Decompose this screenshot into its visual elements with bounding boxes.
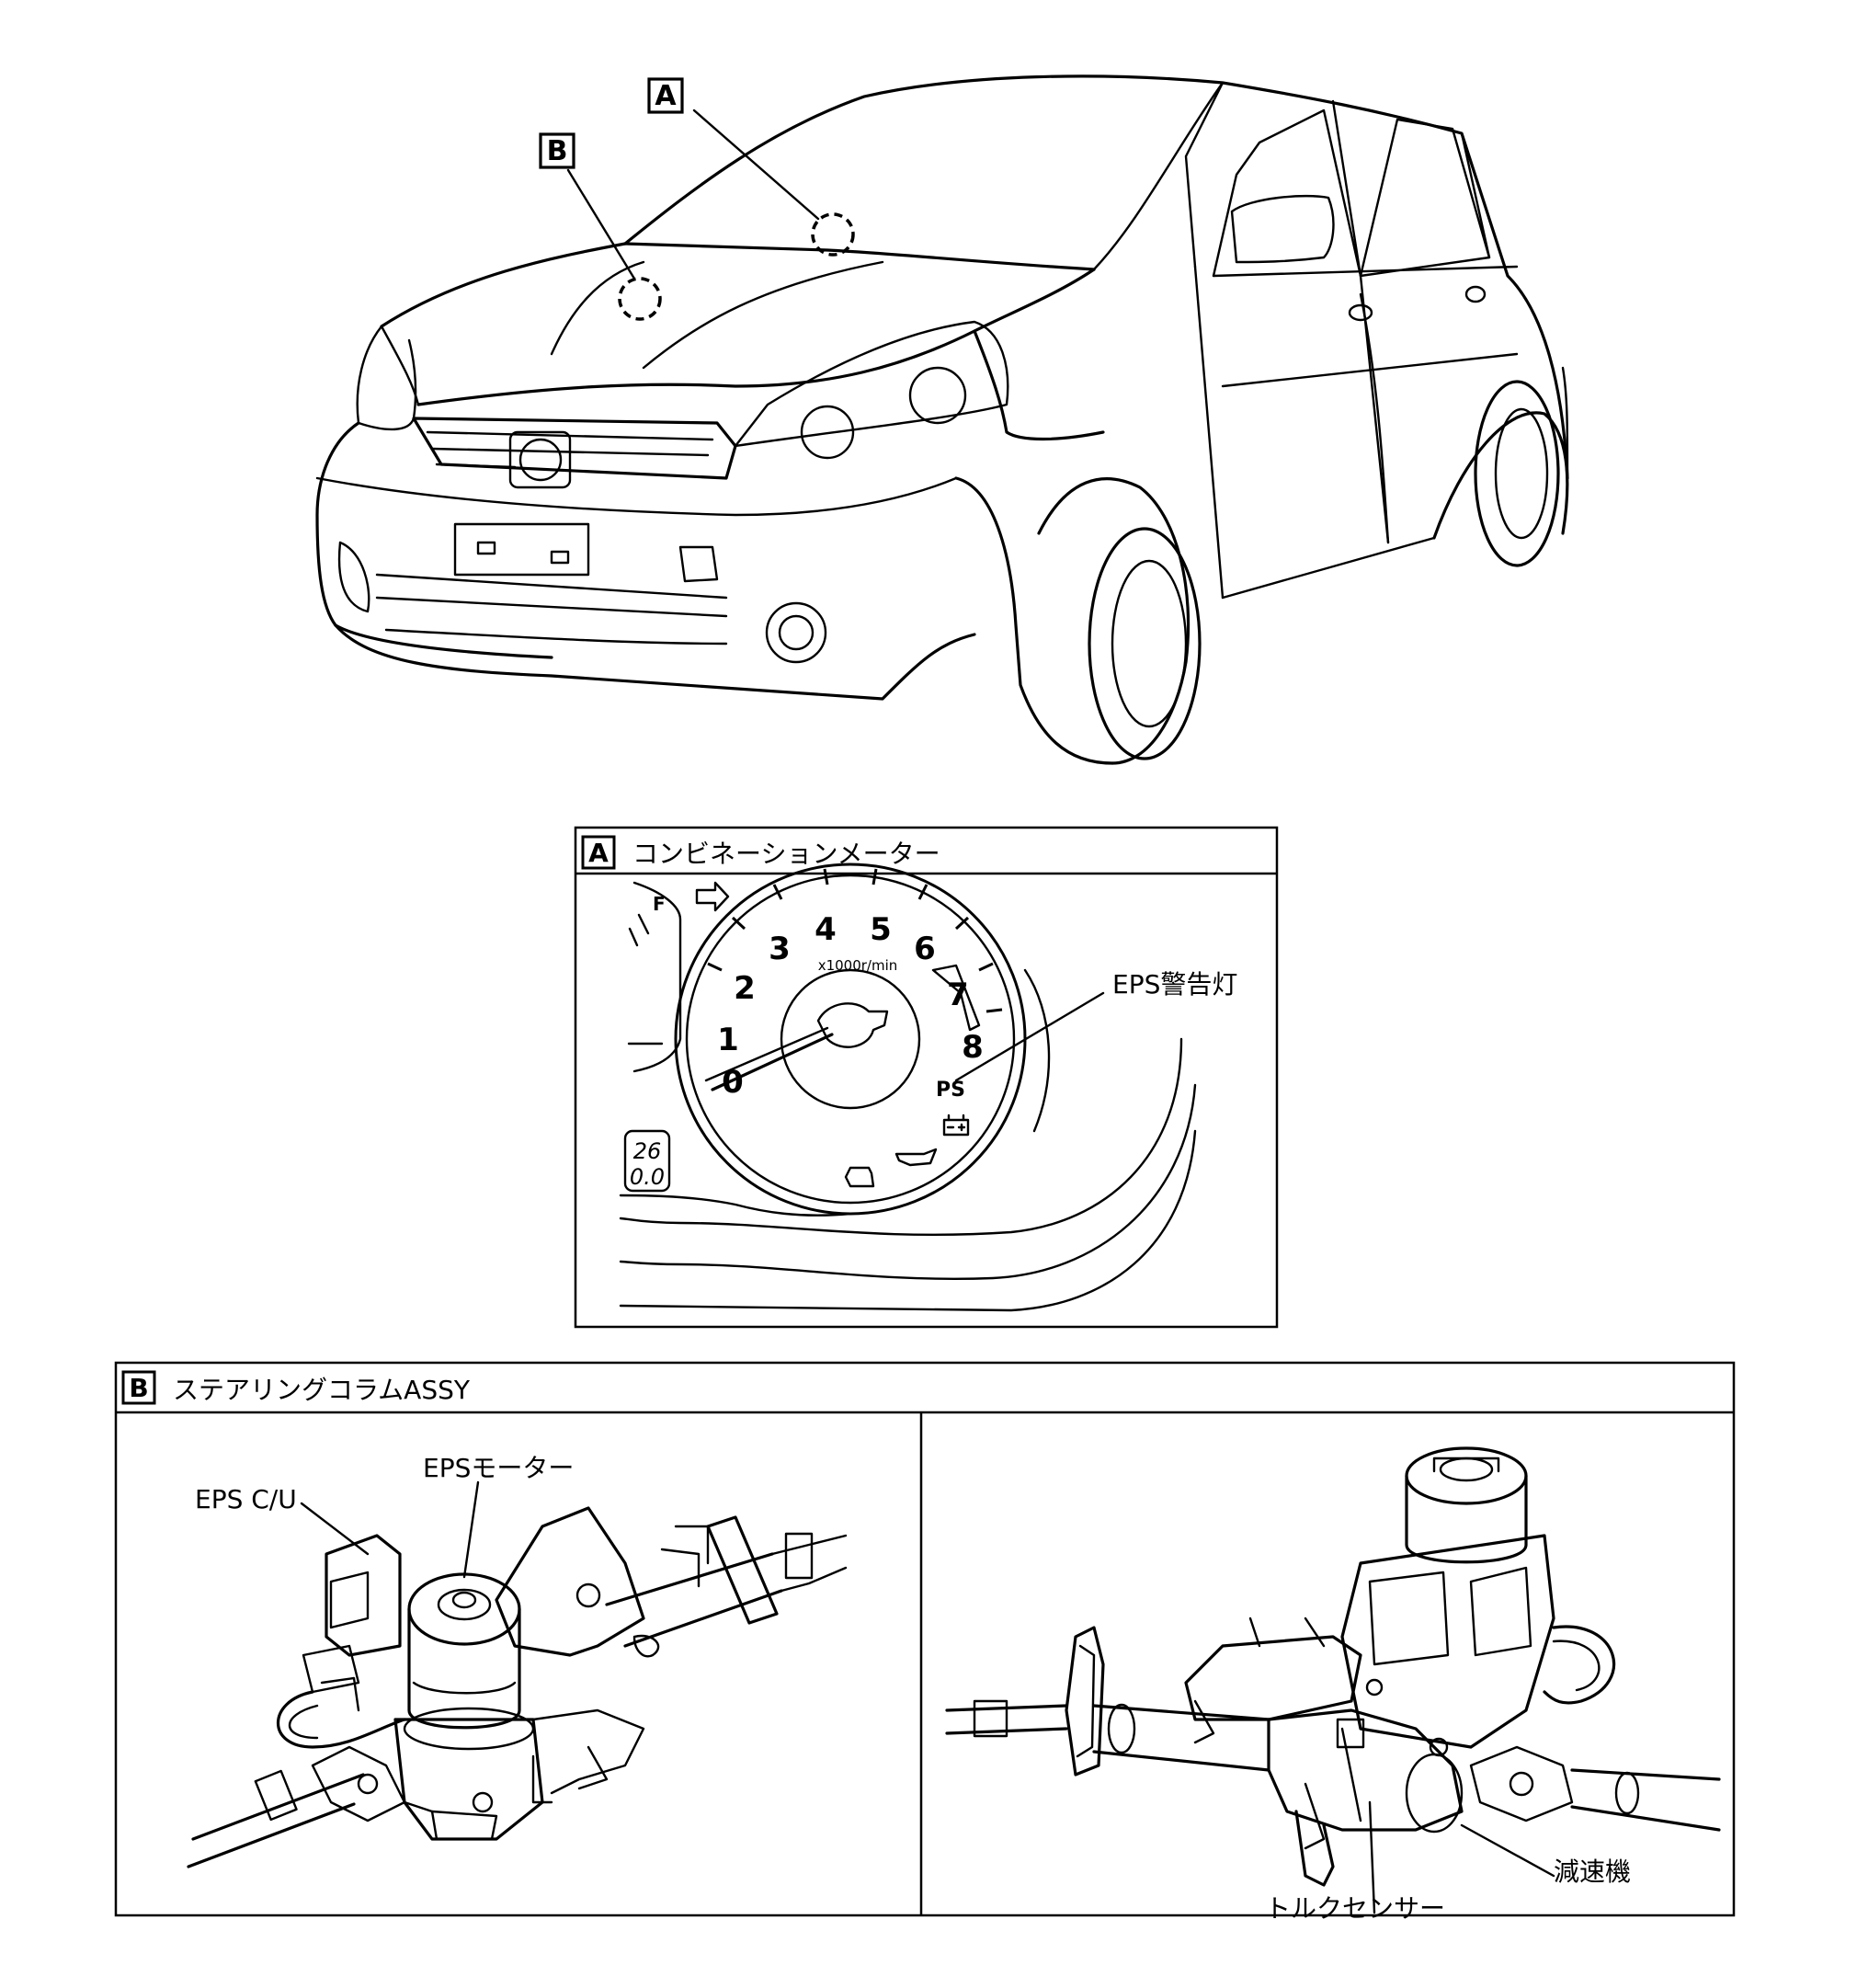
panel-a-letter: A [588, 838, 609, 868]
marker-b-letter: B [547, 135, 568, 167]
panel-a-combination-meter: A コンビネーションメーター F 26 0.0 [574, 826, 1279, 1329]
odometer-top: 26 [633, 1138, 662, 1164]
reducer-label: 減速機 [1554, 1857, 1631, 1887]
torque-sensor-label: トルクセンサー [1265, 1893, 1445, 1924]
marker-a-letter: A [655, 80, 677, 112]
check-engine-icon [844, 1166, 875, 1188]
tach-number-1: 1 [717, 1022, 739, 1058]
ps-indicator: PS [936, 1079, 965, 1102]
battery-icon [942, 1118, 970, 1137]
steering-column-left-view: EPS C/U EPSモーター [187, 1453, 848, 1868]
tach-number-3: 3 [769, 931, 791, 967]
tach-number-4: 4 [815, 911, 837, 948]
tach-number-8: 8 [962, 1029, 984, 1066]
steering-column-right-view: トルクセンサー 減速機 [945, 1446, 1721, 1924]
eps-warning-label: EPS警告灯 [1112, 969, 1237, 1000]
tach-number-2: 2 [734, 970, 756, 1007]
marker-a-box: A [647, 77, 684, 114]
panel-b-steering-column: B ステアリングコラムASSY [114, 1361, 1736, 1924]
marker-b-box: B [539, 132, 575, 169]
panel-b-title: ステアリングコラムASSY [173, 1375, 471, 1405]
marker-a-location [811, 212, 855, 257]
tach-number-0: 0 [722, 1064, 744, 1101]
tach-unit: x1000r/min [818, 957, 898, 974]
odometer-bottom: 0.0 [630, 1164, 665, 1190]
eps-cu-label: EPS C/U [195, 1484, 297, 1514]
marker-b-location [618, 277, 662, 321]
tach-number-7: 7 [947, 977, 969, 1013]
fuel-mark: F [653, 893, 666, 915]
turn-signal-icon [695, 881, 730, 912]
oil-pressure-icon [894, 1148, 938, 1167]
car-illustration [315, 74, 1569, 765]
panel-b-letter: B [129, 1373, 148, 1403]
eps-motor-label: EPSモーター [423, 1453, 574, 1483]
tach-number-5: 5 [870, 911, 892, 948]
panel-a-title: コンビネーションメーター [632, 839, 940, 869]
tach-number-6: 6 [914, 931, 936, 967]
